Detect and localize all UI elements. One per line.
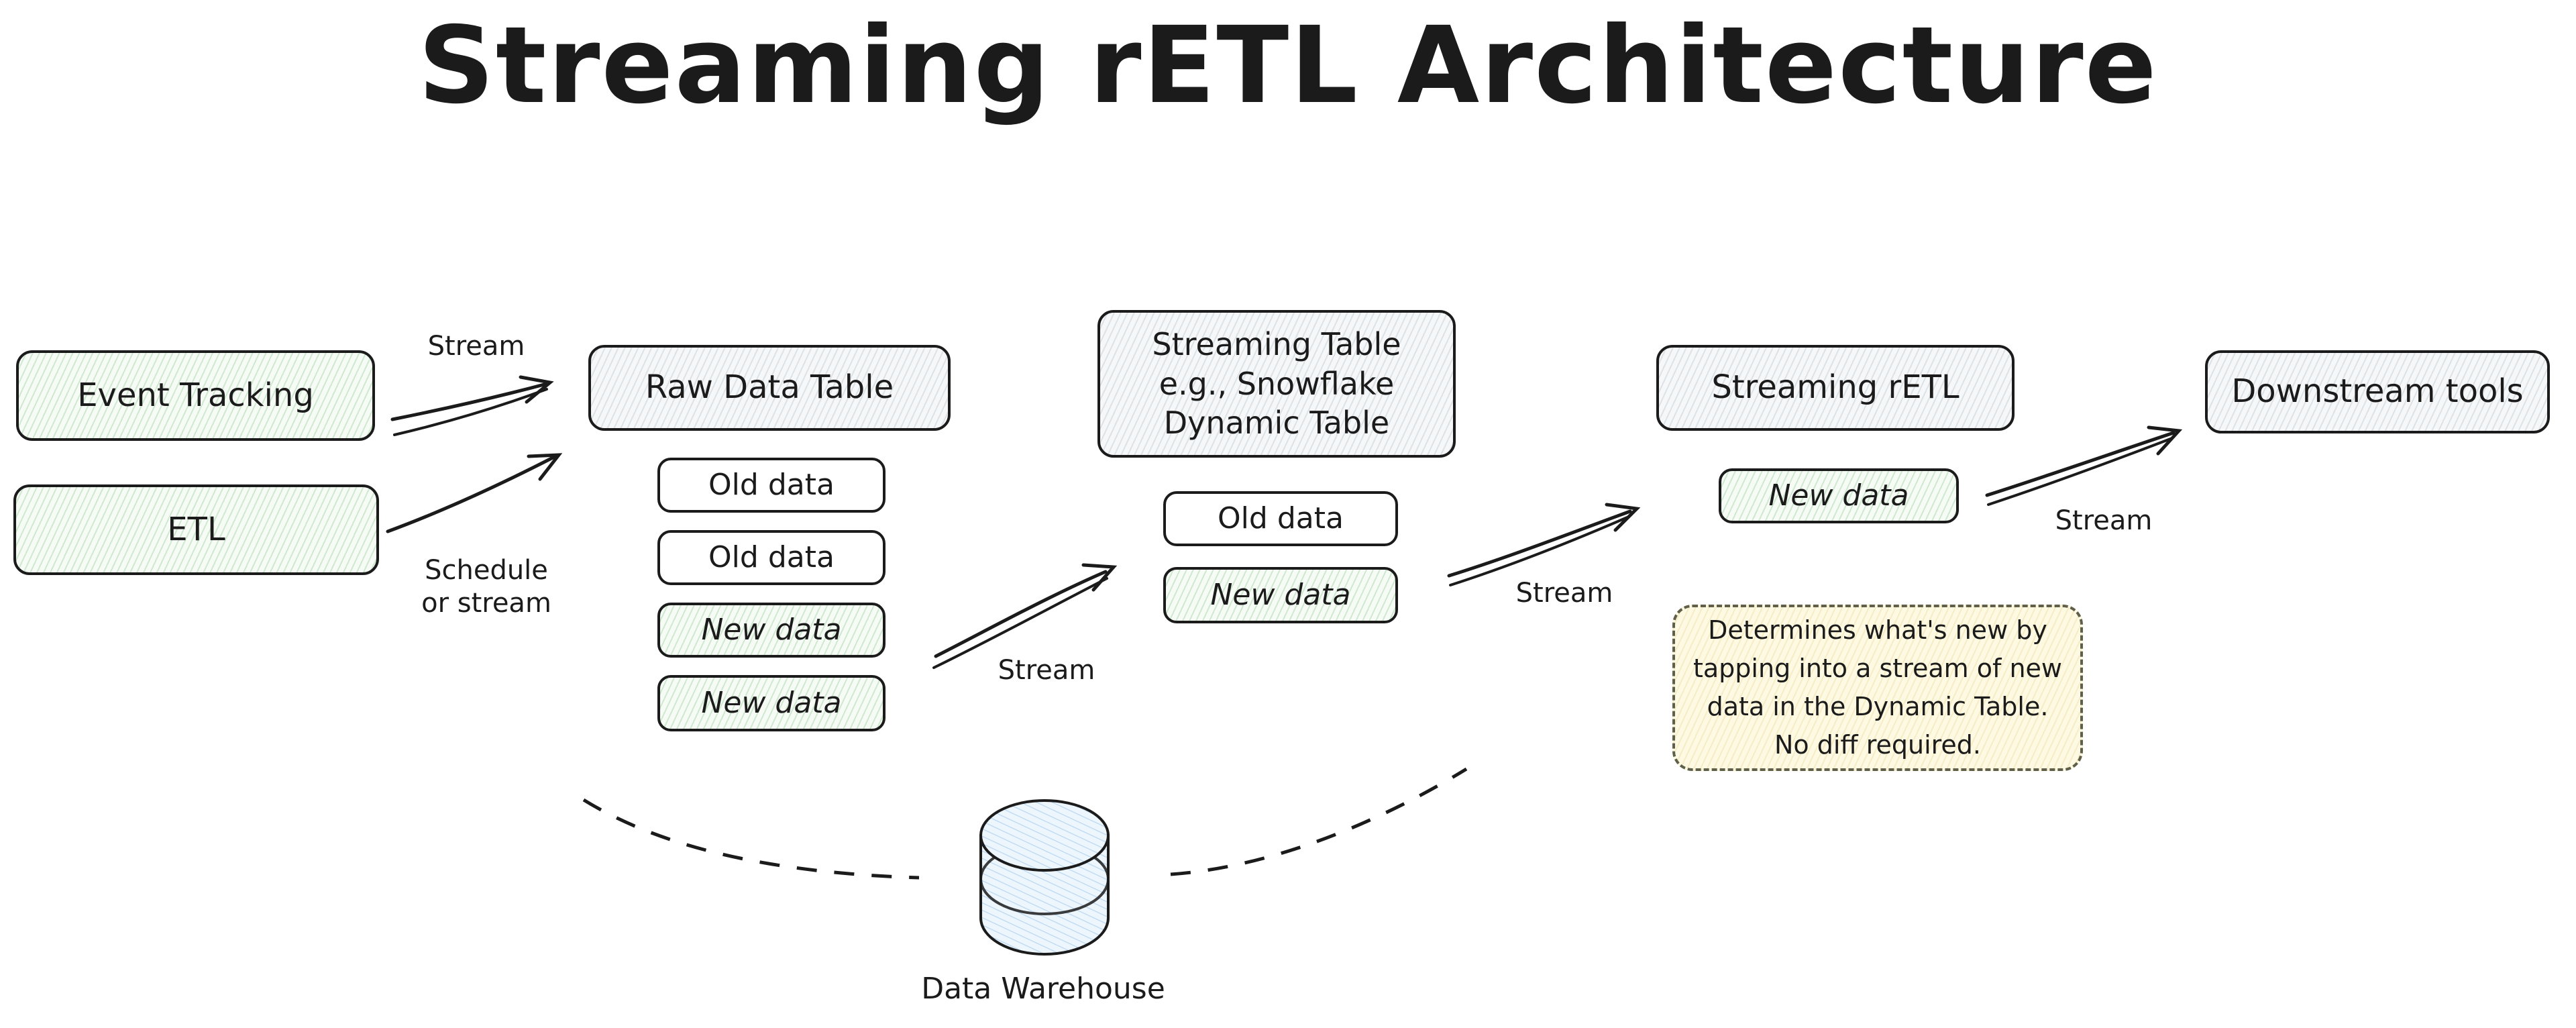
row-label: New data <box>1768 478 1909 513</box>
dashed-arc-right <box>1170 767 1468 876</box>
edge-label-event-to-raw: Stream <box>427 331 525 362</box>
node-raw-data-table-label: Raw Data Table <box>645 368 894 407</box>
node-raw-data-table: Raw Data Table <box>588 345 951 431</box>
note-line3: data in the Dynamic Table. <box>1707 692 2049 721</box>
node-streaming-table-line1: Streaming Table <box>1152 325 1401 362</box>
node-etl: ETL <box>13 484 379 575</box>
note-line1: Determines what's new by <box>1708 615 2047 645</box>
edge-label-etl-line1: Schedule <box>425 555 548 586</box>
node-streaming-retl: Streaming rETL <box>1656 345 2015 431</box>
edge-label-retl-to-downstream: Stream <box>2055 505 2153 536</box>
edge-label-etl-to-raw: Schedule or stream <box>396 554 577 620</box>
arrow-raw-to-streaming-table <box>932 563 1118 669</box>
node-downstream-tools-label: Downstream tools <box>2231 372 2524 411</box>
streaming-retl-row-new: New data <box>1719 468 1959 523</box>
note-line2: tapping into a stream of new <box>1693 654 2062 683</box>
streaming-table-row-new: New data <box>1163 567 1398 623</box>
database-icon <box>979 799 1110 956</box>
note-line4: No diff required. <box>1774 730 1981 760</box>
row-label: New data <box>701 685 842 720</box>
node-event-tracking-label: Event Tracking <box>77 376 314 414</box>
node-streaming-retl-label: Streaming rETL <box>1711 368 1960 407</box>
node-downstream-tools: Downstream tools <box>2205 350 2550 433</box>
dashed-arc-left <box>582 798 920 880</box>
raw-table-row-old-2: Old data <box>657 530 885 585</box>
note-dynamic-table: Determines what's new by tapping into a … <box>1672 605 2083 771</box>
diagram-title: Streaming rETL Architecture <box>418 4 2158 127</box>
row-label: Old data <box>708 539 835 574</box>
raw-table-row-new-2: New data <box>657 675 885 731</box>
edge-label-table-to-retl: Stream <box>1515 578 1613 609</box>
arrow-etl-to-raw <box>386 453 563 533</box>
streaming-table-row-old: Old data <box>1163 491 1398 546</box>
row-label: Old data <box>708 467 835 502</box>
data-warehouse-label: Data Warehouse <box>921 972 1165 1006</box>
node-streaming-table-line3: Dynamic Table <box>1163 405 1390 442</box>
arrow-table-to-retl <box>1447 503 1641 586</box>
row-label: Old data <box>1218 501 1344 535</box>
node-etl-label: ETL <box>167 510 225 548</box>
arrow-retl-to-downstream <box>1985 425 2183 506</box>
node-streaming-table: Streaming Table e.g., Snowflake Dynamic … <box>1097 310 1456 458</box>
node-streaming-table-line2: e.g., Snowflake <box>1159 365 1395 402</box>
arrow-event-to-raw <box>390 375 554 436</box>
raw-table-row-new-1: New data <box>657 603 885 658</box>
raw-table-row-old-1: Old data <box>657 458 885 513</box>
node-event-tracking: Event Tracking <box>16 350 375 441</box>
edge-label-raw-to-table: Stream <box>998 655 1095 686</box>
edge-label-etl-line2: or stream <box>421 587 551 619</box>
row-label: New data <box>701 612 842 647</box>
row-label: New data <box>1210 577 1351 612</box>
